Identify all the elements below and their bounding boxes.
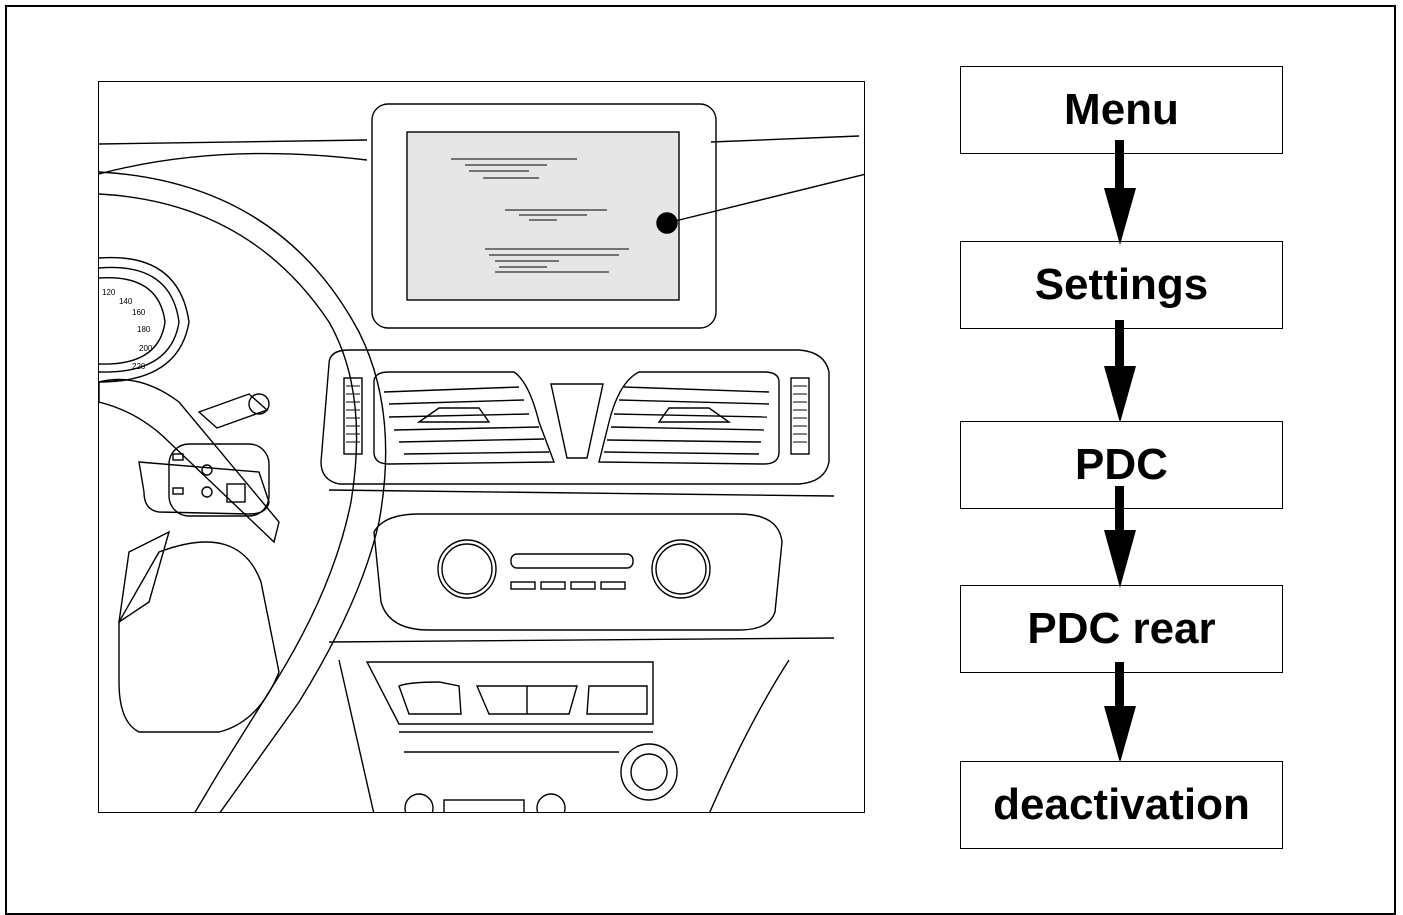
step-settings-label: Settings — [1034, 260, 1209, 309]
speed-tick-120: 120 — [102, 288, 116, 297]
step-deactivation-box: deactivation — [960, 761, 1283, 849]
step-pdc-rear-box: PDC rear — [960, 585, 1283, 673]
step-pdc-label: PDC — [1075, 440, 1168, 489]
step-menu-label: Menu — [1064, 85, 1179, 134]
infotainment-screen — [371, 103, 717, 329]
dashboard-illustration: 120 140 160 180 200 220 — [98, 81, 865, 813]
step-deactivation-label: deactivation — [993, 780, 1250, 829]
callout-dot — [656, 212, 678, 234]
speed-tick-160: 160 — [132, 308, 146, 317]
step-menu-box: Menu — [960, 66, 1283, 154]
step-pdc-box: PDC — [960, 421, 1283, 509]
speed-tick-140: 140 — [119, 297, 133, 306]
speed-tick-220: 220 — [132, 362, 146, 371]
speed-tick-180: 180 — [137, 325, 151, 334]
speed-tick-200: 200 — [139, 344, 153, 353]
dashboard-drawing: 120 140 160 180 200 220 — [99, 103, 864, 812]
step-pdc-rear-label: PDC rear — [1027, 604, 1216, 653]
step-settings-box: Settings — [960, 241, 1283, 329]
